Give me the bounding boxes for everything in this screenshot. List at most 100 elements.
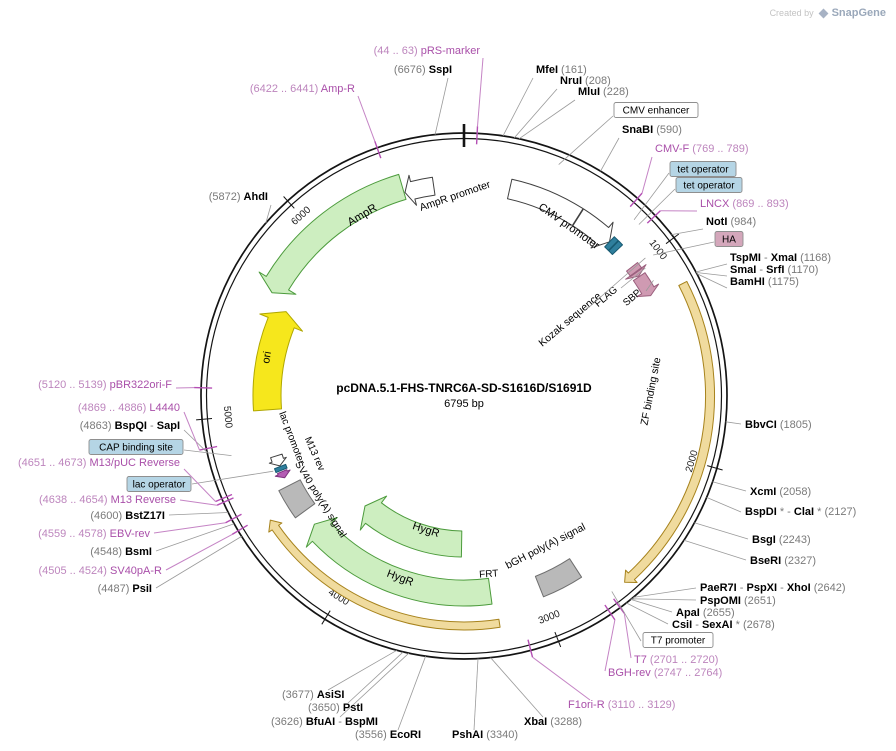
ahdi-label[interactable]: (5872) AhdI	[209, 191, 268, 203]
tet-operator-2-box[interactable]	[675, 177, 743, 193]
smai-srfi-label[interactable]: SmaI - SrfI (1170)	[730, 264, 818, 276]
cmv-enhancer-box[interactable]	[613, 102, 699, 118]
cmv-f-label[interactable]: CMV-F (769 .. 789)	[655, 143, 749, 155]
bspqi-sapi-label[interactable]: (4863) BspQI - SapI	[80, 420, 180, 432]
pbr322ori-f-label[interactable]: (5120 .. 5139) pBR322ori-F	[38, 379, 172, 391]
ampr-feature[interactable]	[258, 173, 407, 295]
primer-tick-779	[629, 192, 643, 208]
sbp-tag-feature[interactable]	[632, 272, 660, 298]
ori-label[interactable]: ori	[260, 350, 274, 364]
lncx-label[interactable]: LNCX (869 .. 893)	[700, 198, 789, 210]
tet-operator-site-1-feature[interactable]	[604, 236, 619, 251]
bamhi-label[interactable]: BamHI (1175)	[730, 276, 799, 288]
prs-marker-label[interactable]: (44 .. 63) pRS-marker	[374, 45, 481, 57]
hygr-outer-feature[interactable]	[305, 517, 493, 607]
lac-operator-site-feature[interactable]	[274, 463, 288, 474]
callout-labels-group: (44 .. 63) pRS-marker (6676) SspI MfeI (16…	[18, 45, 856, 741]
csii-sexai-label[interactable]: CsiI - SexAI * (2678)	[672, 619, 775, 631]
xbai-label[interactable]: XbaI (3288)	[524, 716, 582, 728]
sv40pa-r-label[interactable]: (4505 .. 4524) SV40pA-R	[38, 565, 162, 577]
tet-operator-2-leader-line	[638, 188, 676, 225]
ori-feature[interactable]	[252, 311, 303, 412]
m13-rev-primer-site-feature[interactable]	[274, 469, 291, 479]
sspi-label[interactable]: (6676) SspI	[394, 64, 452, 76]
bgh-polya-signal-label[interactable]: bGH poly(A) signal	[504, 521, 588, 572]
sv40-polya-signal-feature[interactable]	[278, 479, 316, 519]
xcmi-leader-line	[712, 481, 747, 492]
pspomi-label[interactable]: PspOMI (2651)	[700, 595, 776, 607]
kozak-sequence-label[interactable]: Kozak sequence	[536, 290, 603, 349]
scale-label-1000: 1000	[647, 238, 669, 263]
tet-operator-site-2-feature[interactable]	[608, 240, 623, 255]
t7-promoter-box-label[interactable]: T7 promoter	[651, 636, 706, 647]
zf-binding-site-feature[interactable]	[624, 280, 716, 583]
noti-label[interactable]: NotI (984)	[706, 216, 756, 228]
tet-operator-1-box-label[interactable]: tet operator	[677, 165, 729, 176]
nrui-label[interactable]: NruI (208)	[560, 75, 611, 87]
snabi-label[interactable]: SnaBI (590)	[622, 124, 682, 136]
mfei-leader-line	[502, 77, 534, 137]
bspdi-clai-label[interactable]: BspDI * - ClaI * (2127)	[745, 506, 856, 518]
ecori-label[interactable]: (3556) EcoRI	[355, 729, 421, 741]
connector-line-2	[645, 280, 654, 292]
ha-box[interactable]	[714, 231, 744, 247]
bseri-label[interactable]: BseRI (2327)	[750, 555, 816, 567]
bbvci-label[interactable]: BbvCI (1805)	[745, 419, 812, 431]
psti-label[interactable]: (3650) PstI	[308, 702, 363, 714]
l4440-label[interactable]: (4869 .. 4886) L4440	[78, 402, 180, 414]
prs-marker-leader-line	[477, 57, 484, 127]
pshai-label[interactable]: PshAI (3340)	[452, 729, 518, 741]
cmv-enhancer-box-label[interactable]: CMV enhancer	[623, 106, 690, 117]
lac-operator-box[interactable]	[126, 476, 192, 492]
cmv-enhancer-leader-line	[558, 115, 614, 165]
ampr-promoter-feature[interactable]	[404, 174, 436, 206]
asisi-label[interactable]: (3677) AsiSI	[282, 689, 344, 701]
cap-binding-site-box-label[interactable]: CAP binding site	[99, 443, 173, 454]
m13-reverse-label[interactable]: (4638 .. 4654) M13 Reverse	[39, 494, 176, 506]
lac-operator-box-label[interactable]: lac operator	[133, 480, 186, 491]
snapgene-logo-icon	[818, 8, 829, 18]
tspmi-xmai-label[interactable]: TspMI - XmaI (1168)	[730, 252, 831, 264]
f1ori-r-label[interactable]: F1ori-R (3110 .. 3129)	[568, 699, 675, 711]
primer-tick-4646	[216, 497, 234, 506]
bstz17i-label[interactable]: (4600) BstZ17I	[90, 510, 165, 522]
bsmi-label[interactable]: (4548) BsmI	[90, 546, 152, 558]
primer-tick-881	[646, 210, 661, 224]
lac-promoter-feature[interactable]	[268, 453, 287, 467]
xcmi-label[interactable]: XcmI (2058)	[750, 486, 811, 498]
sv40pa-r-leader-line	[165, 533, 233, 571]
cap-binding-site-box[interactable]	[88, 439, 184, 455]
connector-line-0	[587, 257, 646, 309]
primer-tick-4662	[215, 493, 233, 503]
t7-label[interactable]: T7 (2701 .. 2720)	[634, 654, 718, 666]
zf-binding-site-label[interactable]: ZF binding site	[639, 356, 664, 426]
insert-arc-feature[interactable]	[268, 519, 501, 631]
ebv-rev-label[interactable]: (4559 .. 4578) EBV-rev	[38, 528, 150, 540]
cmv-enhancer-region-feature[interactable]	[507, 178, 584, 226]
m13-reverse-leader-line	[179, 499, 218, 506]
mlui-label[interactable]: MluI (228)	[578, 86, 629, 98]
bsgi-label[interactable]: BsgI (2243)	[752, 534, 811, 546]
paer7i-pspxi-xhoi-label[interactable]: PaeR7I - PspXI - XhoI (2642)	[700, 582, 846, 594]
bgh-polya-signal-feature[interactable]	[534, 558, 583, 598]
tet-operator-1-box[interactable]	[669, 161, 737, 177]
psii-label[interactable]: (4487) PsiI	[98, 583, 152, 595]
asisi-leader-line	[327, 649, 397, 691]
mfei-label[interactable]: MfeI (161)	[536, 64, 587, 76]
bgh-rev-label[interactable]: BGH-rev (2747 .. 2764)	[608, 667, 722, 679]
hygr-inner-feature[interactable]	[359, 495, 463, 558]
apai-label[interactable]: ApaI (2655)	[676, 607, 735, 619]
sspi-leader-line	[434, 77, 449, 135]
t7-promoter-box[interactable]	[642, 632, 714, 648]
bfuai-bspmi-label[interactable]: (3626) BfuAI - BspMI	[271, 716, 378, 728]
bspdi-clai-leader-line	[706, 497, 742, 513]
amp-r-label[interactable]: (6422 .. 6441) Amp-R	[250, 83, 355, 95]
ha-box-label[interactable]: HA	[722, 235, 736, 246]
frt-site-label[interactable]: FRT	[479, 568, 499, 580]
tet-operator-2-box-label[interactable]: tet operator	[683, 181, 735, 192]
m13-puc-reverse-label[interactable]: (4651 .. 4673) M13/pUC Reverse	[18, 457, 180, 469]
features-group	[252, 173, 716, 631]
cmv-promoter-feature[interactable]	[572, 208, 614, 249]
